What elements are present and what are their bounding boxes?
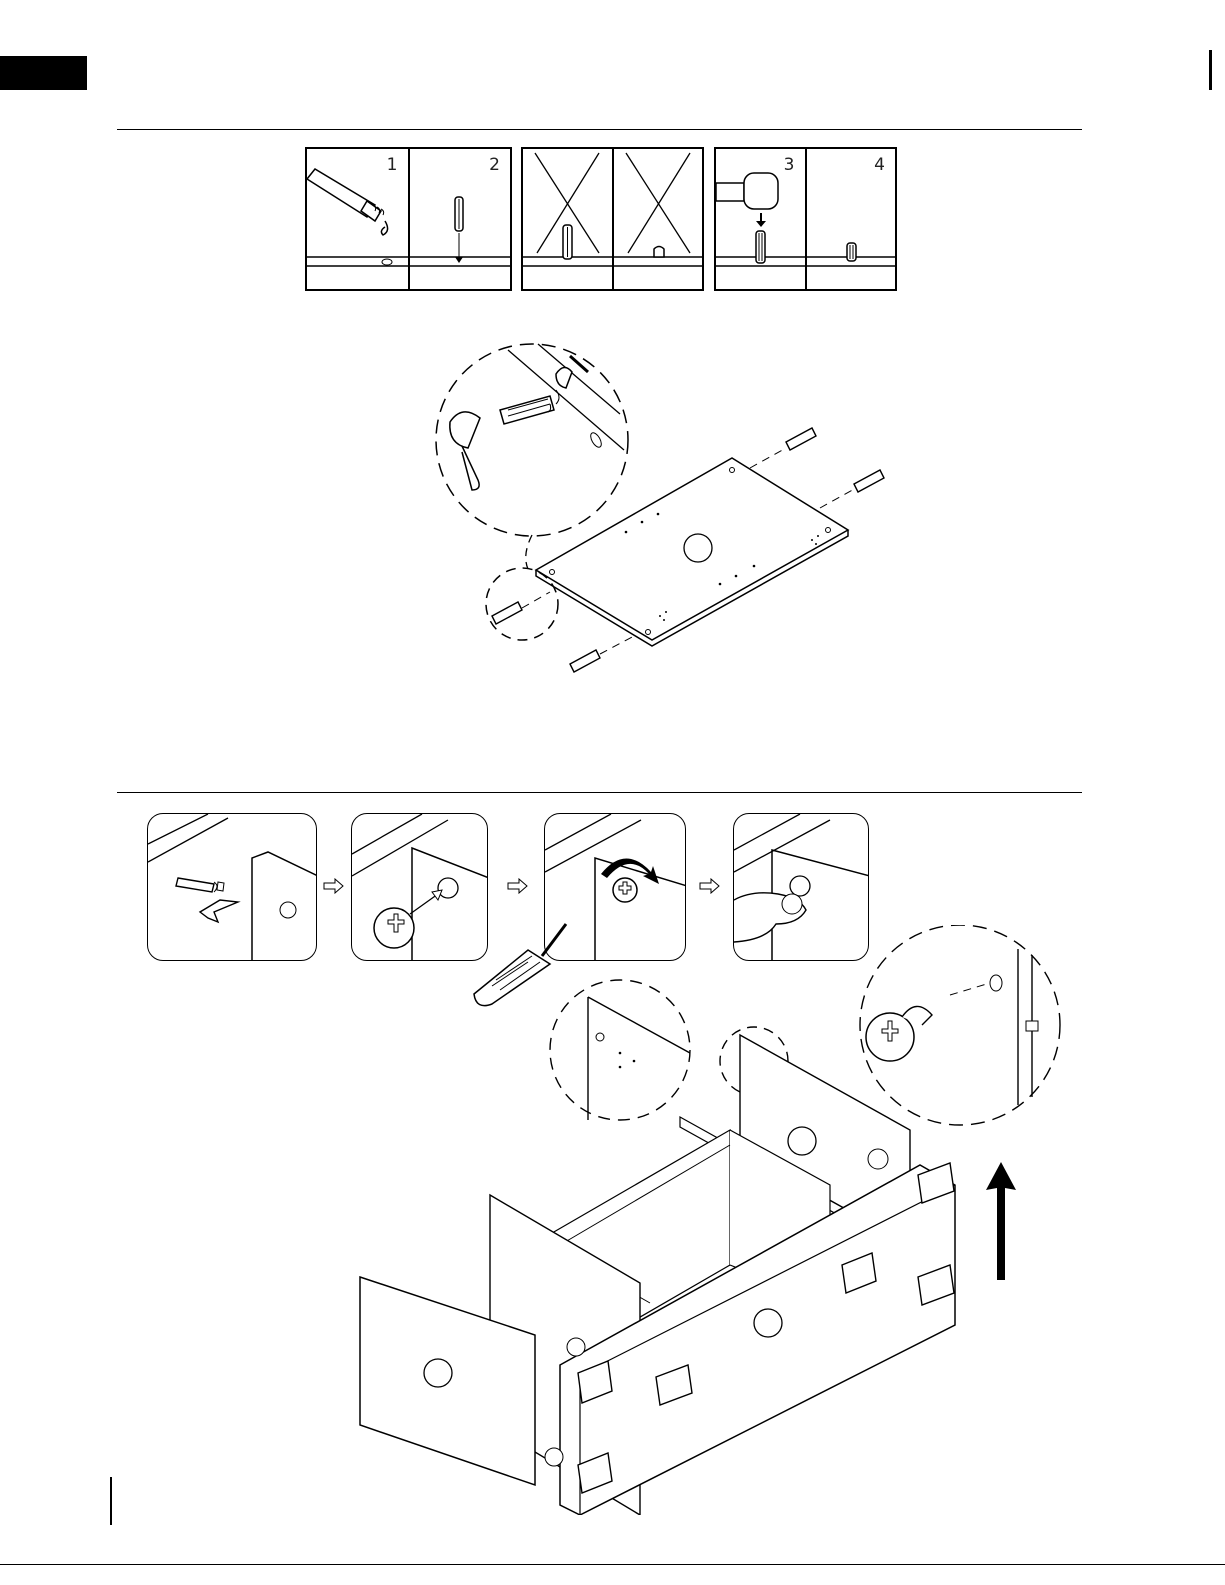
next-arrow-icon bbox=[323, 878, 345, 894]
cam-bolt-insert-icon bbox=[148, 814, 317, 961]
dowel-too-low-crossed-icon bbox=[614, 149, 703, 289]
part-label-circle bbox=[684, 534, 712, 562]
glue-bottle-icon bbox=[307, 149, 409, 289]
dowel-panel-3: 3 bbox=[716, 149, 807, 289]
part-label-circle bbox=[788, 1127, 816, 1155]
up-arrow-icon bbox=[984, 1160, 1018, 1282]
cam-step-box-1 bbox=[147, 813, 317, 961]
part-label-circle bbox=[754, 1309, 782, 1337]
dowel-panel-1: 1 bbox=[307, 149, 410, 289]
step-divider-2 bbox=[117, 792, 1082, 793]
dowel-panel-4: 4 bbox=[807, 149, 896, 289]
next-arrow-icon bbox=[699, 878, 721, 894]
hammer-dowel-icon bbox=[716, 149, 806, 289]
cam-lock-icon bbox=[868, 1149, 888, 1169]
dowel-incorrect-group bbox=[521, 147, 704, 291]
part-label-circle bbox=[424, 1359, 452, 1387]
footer-rule bbox=[0, 1564, 1225, 1565]
dowel-too-high-crossed-icon bbox=[523, 149, 613, 289]
dowel-panel-2: 2 bbox=[410, 149, 511, 289]
section-tab bbox=[0, 56, 87, 90]
dowel-correct-group: 1 2 bbox=[305, 147, 512, 291]
dowel-panel-wrong-2 bbox=[614, 149, 703, 289]
footer-mark bbox=[110, 1477, 112, 1525]
dowel-panel-wrong-1 bbox=[523, 149, 614, 289]
board-dowel-illustration bbox=[420, 330, 920, 690]
next-arrow-icon bbox=[507, 878, 529, 894]
cam-lock-icon bbox=[567, 1338, 585, 1356]
dowel-seated-icon bbox=[807, 149, 896, 289]
cam-lock-icon bbox=[545, 1448, 563, 1466]
dowel-hammer-group: 3 4 bbox=[714, 147, 897, 291]
cabinet-assembly-illustration bbox=[350, 925, 1070, 1515]
edge-mark bbox=[1209, 50, 1212, 90]
detail-callout bbox=[550, 980, 690, 1120]
dowel-insert-icon bbox=[410, 149, 511, 289]
step-divider-1 bbox=[117, 129, 1082, 130]
